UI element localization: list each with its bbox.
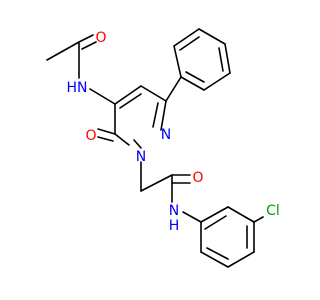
bond-ph-5: [203, 72, 231, 91]
bond-c3-n2: [160, 100, 167, 131]
bond-ph-4-inner: [218, 47, 224, 72]
bond-nh-c5: [89, 88, 116, 105]
bond-ph-2-inner: [179, 36, 200, 51]
atom-label-chlorine: Cl: [266, 203, 280, 219]
atom-label-ring-n1: N: [136, 149, 146, 165]
atom-label-acetamide-nh: HN: [67, 80, 88, 96]
atom-label-ring-carbonyl-oxygen: O: [85, 128, 96, 144]
bond-n1-c6: [114, 133, 130, 146]
atom-label-ring-n2: N: [161, 127, 171, 143]
bond-c3-phenyl: [165, 76, 182, 102]
bond-ar-cl: [253, 216, 264, 223]
bond-ar-4: [227, 251, 255, 268]
bond-ph-3: [198, 28, 226, 45]
bond-n2-n1: [133, 139, 142, 149]
bond-ar-1: [200, 206, 229, 223]
bond-methyl-carbonyl: [46, 41, 80, 61]
bond-c6-o-double: [97, 136, 114, 142]
molecule-structure: O HN O N N O N H Cl: [46, 28, 280, 268]
bonds: [46, 28, 264, 268]
bond-c3-n2-double: [152, 102, 159, 128]
bond-nh-aryl: [182, 211, 202, 223]
atom-label-anilide-nitrogen: N: [169, 203, 179, 219]
bond-ph-1: [173, 45, 182, 78]
bond-c6-o: [97, 128, 116, 135]
bond-acetyl-co-double: [81, 41, 97, 50]
bond-c5-c4: [114, 85, 142, 105]
bond-ph-6: [180, 76, 205, 91]
atom-label-linker-oxygen: O: [192, 170, 203, 186]
atom-labels: O HN O N N O N H Cl: [67, 30, 280, 234]
bond-ar-2: [227, 206, 255, 223]
bond-ph-2: [173, 28, 200, 47]
bond-ar-5: [200, 251, 229, 268]
bond-ph-6-inner: [185, 71, 205, 83]
atom-label-acetyl-oxygen: O: [95, 30, 106, 46]
bond-ar-1-inner: [204, 215, 227, 230]
bond-c5-c4-double: [119, 93, 142, 109]
molecule-canvas: O HN O N N O N H Cl: [46, 28, 280, 268]
bond-ph-4: [224, 43, 231, 74]
bond-c4-c3: [140, 85, 167, 102]
atom-label-anilide-hydrogen: H: [169, 218, 180, 234]
bond-ar-5-inner: [206, 247, 229, 260]
bond-acetyl-co: [78, 34, 94, 43]
bond-ch2-co: [140, 174, 173, 192]
